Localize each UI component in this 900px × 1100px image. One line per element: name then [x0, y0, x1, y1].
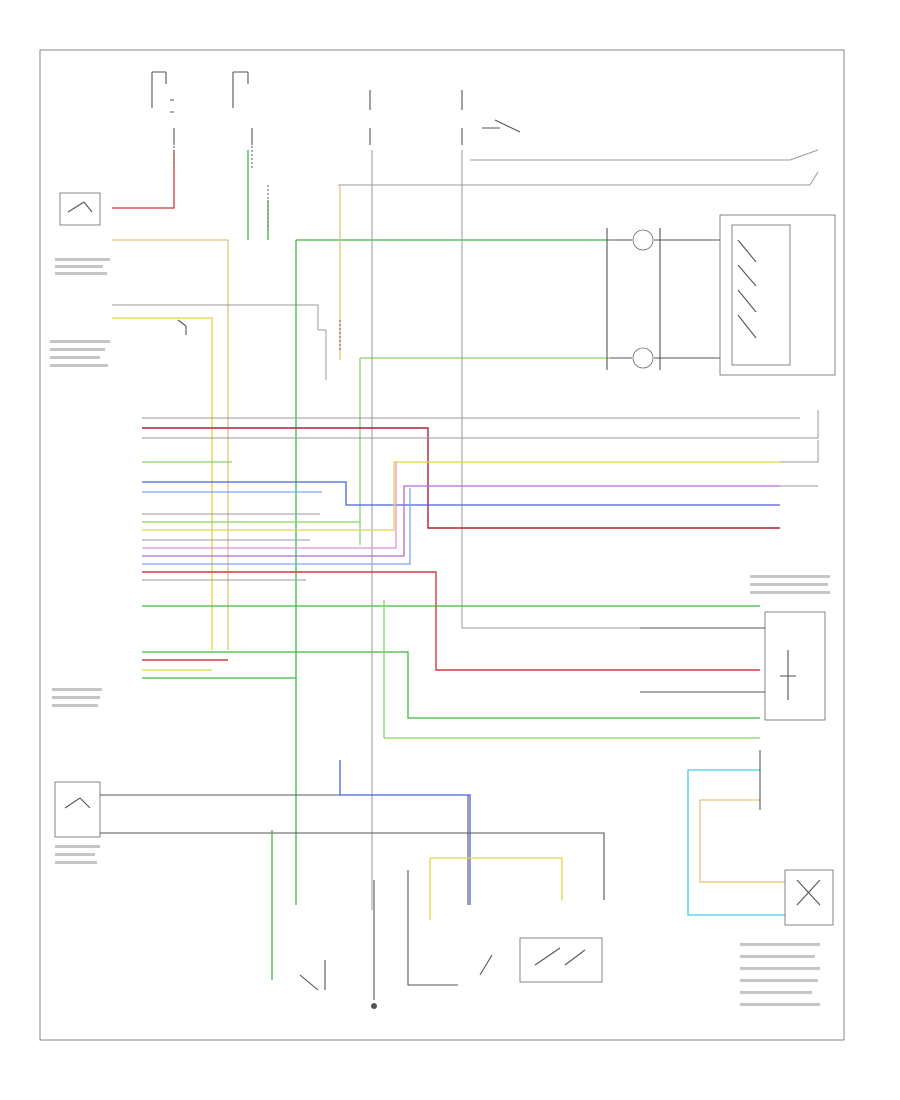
- wire-red-top: [112, 150, 175, 209]
- gauge-circles: [606, 228, 720, 370]
- illegible-labels: [50, 258, 830, 1006]
- fuse-group-2: [232, 71, 253, 145]
- diagram-frame: [39, 49, 845, 1041]
- wire-tan-right: [699, 799, 785, 883]
- switch-assembly: [719, 214, 836, 376]
- wire-gray-left: [112, 304, 319, 330]
- bottom-ground-center: [371, 880, 377, 1009]
- bottom-pressure-switch: [519, 937, 603, 983]
- lower-left-switch: [54, 781, 101, 838]
- bottom-switch-center: [407, 857, 563, 986]
- wire-cyan: [687, 769, 785, 916]
- top-left-switch: [59, 192, 101, 226]
- wire-green-lower: [359, 357, 610, 545]
- wire-tan-1: [112, 239, 229, 650]
- right-actuator: [640, 611, 826, 721]
- wire-yellow-left: [112, 317, 213, 650]
- bottom-sensor-left: [299, 960, 326, 991]
- fuse-group-1: [151, 71, 175, 145]
- wire-blue-lower: [339, 760, 471, 905]
- fuse-group-4: [461, 90, 521, 145]
- ecu-pin-rows: [142, 417, 800, 719]
- pressure-sensor: [784, 869, 834, 926]
